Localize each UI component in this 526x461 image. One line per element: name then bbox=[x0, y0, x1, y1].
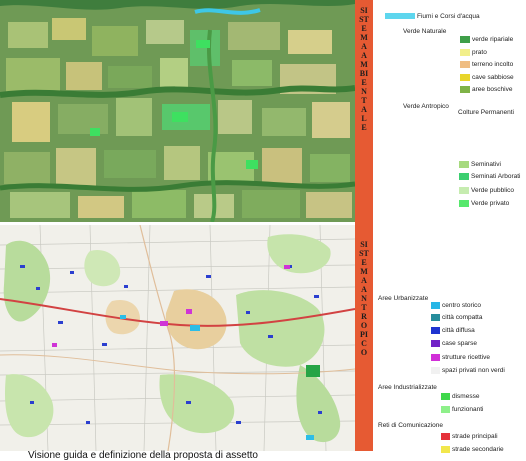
legend-item-citta-compatta: città compatta bbox=[431, 313, 526, 322]
legend-item-terreno-incolto: terreno incolto bbox=[460, 60, 526, 69]
legend-label: dismesse bbox=[452, 393, 480, 400]
legend-item-dismesse: dismesse bbox=[441, 392, 526, 401]
legend-label: città diffusa bbox=[442, 327, 475, 334]
swatch-case-sparse bbox=[431, 340, 440, 347]
band-label-antropico: SISTEMA ANTROPICO bbox=[359, 240, 369, 357]
legend-item-case-sparse: case sparse bbox=[431, 339, 526, 348]
legend-item-seminativi: Seminativi bbox=[459, 160, 526, 169]
legend-label: aree boschive bbox=[472, 86, 513, 93]
swatch-centro-storico bbox=[431, 302, 440, 309]
swatch-cave-sabbiose bbox=[460, 74, 470, 81]
swatch-funzionanti bbox=[441, 406, 450, 413]
legend-label: Verde privato bbox=[471, 200, 510, 207]
legend-label: verde ripariale bbox=[472, 36, 514, 43]
legend-label: città compatta bbox=[442, 314, 483, 321]
figure-caption: Visione guida e definizione della propos… bbox=[28, 450, 258, 461]
legend-label: cave sabbiose bbox=[472, 74, 514, 81]
swatch-citta-diffusa bbox=[431, 327, 440, 334]
legend-item-cave-sabbiose: cave sabbiose bbox=[460, 73, 526, 82]
swatch-strade-principali bbox=[441, 433, 450, 440]
legend-label-fiumi: Fiumi e Corsi d'acqua bbox=[417, 13, 480, 20]
legend-label: strutture ricettive bbox=[442, 354, 491, 361]
swatch-terreno-incolto bbox=[460, 61, 470, 68]
legend-item-strade-principali: strade principali bbox=[441, 432, 526, 441]
legend-label: spazi privati non verdi bbox=[442, 367, 505, 374]
map-legend: Fiumi e Corsi d'acqua Verde Naturale ver… bbox=[373, 0, 526, 454]
swatch-verde-ripariale bbox=[460, 36, 470, 43]
swatch-dismesse bbox=[441, 393, 450, 400]
swatch-verde-privato bbox=[459, 200, 469, 207]
legend-item-strutture-ricettive: strutture ricettive bbox=[431, 353, 526, 362]
system-divider-band: SISTEMA AMBIENTALE SISTEMA ANTROPICO bbox=[355, 0, 373, 451]
legend-item-prato: prato bbox=[460, 48, 526, 57]
legend-group-verde-antropico: Verde Antropico bbox=[403, 103, 449, 110]
swatch-strutture-ricettive bbox=[431, 354, 440, 361]
legend-item-verde-privato: Verde privato bbox=[459, 199, 526, 208]
legend-item-strade-secondarie: strade secondarie bbox=[441, 445, 526, 454]
legend-item-centro-storico: centro storico bbox=[431, 301, 526, 310]
environmental-system-map bbox=[0, 0, 355, 222]
legend-label: centro storico bbox=[442, 302, 482, 309]
environmental-map-graphic bbox=[0, 0, 355, 222]
legend-item-verde-ripariale: verde ripariale bbox=[460, 35, 526, 44]
legend-item-funzionanti: funzionanti bbox=[441, 405, 526, 414]
legend-item-fiumi: Fiumi e Corsi d'acqua bbox=[385, 12, 525, 21]
swatch-aree-boschive bbox=[460, 86, 470, 93]
legend-group-aree-urbanizzate: Aree Urbanizzate bbox=[378, 295, 429, 302]
legend-item-verde-pubblico: Verde pubblico bbox=[459, 186, 526, 195]
legend-label: Seminativi bbox=[471, 161, 501, 168]
swatch-strade-secondarie bbox=[441, 446, 450, 453]
legend-group-verde-naturale: Verde Naturale bbox=[403, 28, 447, 35]
swatch-verde-pubblico bbox=[459, 187, 469, 194]
swatch-prato bbox=[460, 49, 470, 56]
anthropic-system-map bbox=[0, 225, 355, 451]
legend-label: Verde pubblico bbox=[471, 187, 515, 194]
legend-label: prato bbox=[472, 49, 487, 56]
legend-group-aree-industrializzate: Aree Industrializzate bbox=[378, 384, 437, 391]
legend-label: strade principali bbox=[452, 433, 498, 440]
legend-item-spazi-privati: spazi privati non verdi bbox=[431, 366, 526, 375]
swatch-seminativi bbox=[459, 161, 469, 168]
legend-label: funzionanti bbox=[452, 406, 484, 413]
band-label-ambientale: SISTEMA AMBIENTALE bbox=[359, 6, 369, 132]
swatch-spazi-privati bbox=[431, 367, 440, 374]
legend-subgroup-colture-permanenti: Colture Permanenti bbox=[458, 109, 514, 116]
legend-label: Seminati Arborati bbox=[471, 173, 521, 180]
swatch-citta-compatta bbox=[431, 314, 440, 321]
legend-item-seminati-arborati: Seminati Arborati bbox=[459, 172, 526, 181]
swatch-fiumi bbox=[385, 13, 415, 19]
legend-group-reti: Reti di Comunicazione bbox=[378, 422, 444, 429]
swatch-seminati-arborati bbox=[459, 173, 469, 180]
legend-label: case sparse bbox=[442, 340, 478, 347]
legend-item-aree-boschive: aree boschive bbox=[460, 85, 526, 94]
anthropic-map-graphic bbox=[0, 225, 355, 451]
legend-label: terreno incolto bbox=[472, 61, 514, 68]
legend-item-citta-diffusa: città diffusa bbox=[431, 326, 526, 335]
legend-label: strade secondarie bbox=[452, 446, 504, 453]
